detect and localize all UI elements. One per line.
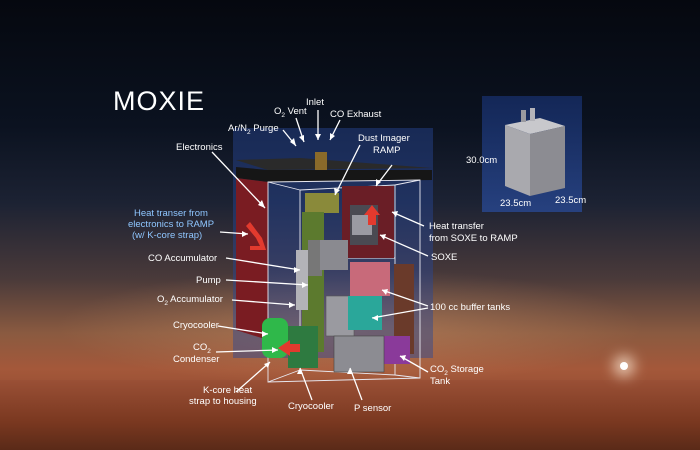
- arrowhead-co2-condenser: [272, 347, 278, 353]
- arrowhead-inlet: [315, 134, 321, 140]
- leader-soxe: [379, 234, 429, 257]
- label-cryocooler-bottom: Cryocooler: [288, 401, 334, 412]
- arrowhead-cryocooler-bottom: [297, 368, 303, 374]
- label-heat-electronics-3: (w/ K-core strap): [132, 230, 202, 241]
- distant-sun: [620, 362, 628, 370]
- soxe-core: [352, 215, 372, 235]
- label-o2-vent: O2 Vent: [274, 106, 307, 119]
- label-o2-accumulator: O2 Accumulator: [157, 294, 223, 307]
- housing-inner-line-5: [267, 181, 301, 191]
- arrowhead-ramp: [376, 179, 381, 186]
- arrowhead-buffer-2: [372, 315, 378, 321]
- leader-buffer-1: [381, 289, 429, 307]
- label-cryocooler: Cryocooler: [173, 320, 219, 331]
- label-co2-storage-1: CO2 Storage: [430, 364, 484, 377]
- label-heat-soxe-2: from SOXE to RAMP: [429, 233, 518, 244]
- cube-left-face: [505, 125, 530, 196]
- label-heat-electronics-1: Heat transer from: [134, 208, 208, 219]
- dust-imager: [305, 193, 339, 213]
- label-co-exhaust: CO Exhaust: [330, 109, 382, 120]
- pump-body: [308, 240, 322, 276]
- arrowhead-heat-electronics: [242, 231, 248, 237]
- housing-inner-line-6: [394, 179, 421, 186]
- leader-pump: [225, 279, 309, 286]
- cube-right-face: [530, 126, 565, 196]
- cube-top: [505, 118, 565, 134]
- leader-co-accumulator: [225, 257, 301, 271]
- size-cube: [505, 108, 565, 196]
- label-heat-electronics-2: electronics to RAMP: [128, 219, 214, 230]
- co-accumulator: [296, 250, 308, 310]
- leader-buffer-2: [371, 307, 429, 319]
- housing-lid: [236, 167, 432, 182]
- label-ar-purge: Ar/N2 Purge: [228, 123, 279, 136]
- arrowhead-buffer-1: [382, 289, 388, 295]
- arrowhead-kcore: [264, 362, 270, 368]
- arrow-heads: [242, 133, 406, 374]
- electronics-box: [236, 178, 268, 340]
- label-dust-imager: Dust Imager: [358, 133, 410, 144]
- arrowhead-dust-imager: [334, 188, 340, 195]
- cube-port-1: [521, 110, 526, 122]
- label-co-accumulator: CO Accumulator: [148, 253, 217, 264]
- arrowhead-o2-accumulator: [289, 302, 295, 308]
- label-heat-soxe-1: Heat transfer: [429, 221, 484, 232]
- buffer-tank-teal: [348, 296, 382, 330]
- inset-height-label: 30.0cm: [466, 155, 497, 166]
- label-soxe: SOXE: [431, 252, 457, 263]
- right-structure: [394, 264, 414, 354]
- arrowhead-heat-soxe: [392, 211, 398, 217]
- arrowhead-soxe: [380, 234, 386, 240]
- diagram-title: MOXIE: [113, 86, 206, 116]
- arrowhead-co2-storage: [400, 355, 406, 361]
- leader-cryocooler: [217, 325, 269, 335]
- arrowhead-co-exhaust: [330, 133, 335, 140]
- arrowhead-p-sensor: [347, 368, 353, 374]
- leader-electronics: [211, 151, 266, 209]
- label-co2-condenser-2: Condenser: [173, 354, 219, 365]
- housing-inner-line-8: [394, 374, 421, 379]
- arrowhead-ar-purge: [290, 138, 296, 146]
- mars-surface: [0, 380, 700, 450]
- housing-lid-top: [236, 158, 432, 170]
- label-kcore-1: K-core heat: [203, 385, 252, 396]
- leader-o2-accumulator: [231, 299, 296, 306]
- label-ramp: RAMP: [373, 145, 400, 156]
- heat-arrow-soxe: [364, 205, 380, 225]
- cube-port-2: [530, 108, 535, 121]
- label-buffer-tanks: 100 cc buffer tanks: [430, 302, 510, 313]
- leader-co2-condenser: [215, 349, 279, 353]
- arrowhead-pump: [302, 282, 308, 288]
- arrowhead-o2-vent: [299, 135, 304, 142]
- arrowhead-cryocooler: [262, 331, 268, 337]
- bottom-module: [333, 335, 385, 373]
- heat-arrow-electronics: [246, 222, 266, 250]
- leader-heat-soxe: [391, 211, 425, 227]
- heat-arrow-kcore: [278, 340, 300, 356]
- label-inlet: Inlet: [306, 97, 324, 108]
- label-co2-condenser-1: CO2: [193, 342, 211, 355]
- grey-module-1: [320, 240, 348, 270]
- housing-inner-line-7: [267, 369, 301, 383]
- label-kcore-2: strap to housing: [189, 396, 257, 407]
- label-co2-storage-2: Tank: [430, 376, 450, 387]
- inset-width-right-label: 23.5cm: [555, 195, 586, 206]
- label-p-sensor: P sensor: [354, 403, 391, 414]
- label-pump: Pump: [196, 275, 221, 286]
- housing-inner-line-4: [299, 369, 396, 376]
- inlet-port: [315, 152, 327, 170]
- arrowhead-electronics: [258, 200, 265, 208]
- leader-dust-imager: [334, 144, 361, 196]
- label-electronics: Electronics: [176, 142, 223, 153]
- inset-width-left-label: 23.5cm: [500, 198, 531, 209]
- arrowhead-co-accumulator: [294, 267, 300, 273]
- leader-kcore: [235, 361, 271, 393]
